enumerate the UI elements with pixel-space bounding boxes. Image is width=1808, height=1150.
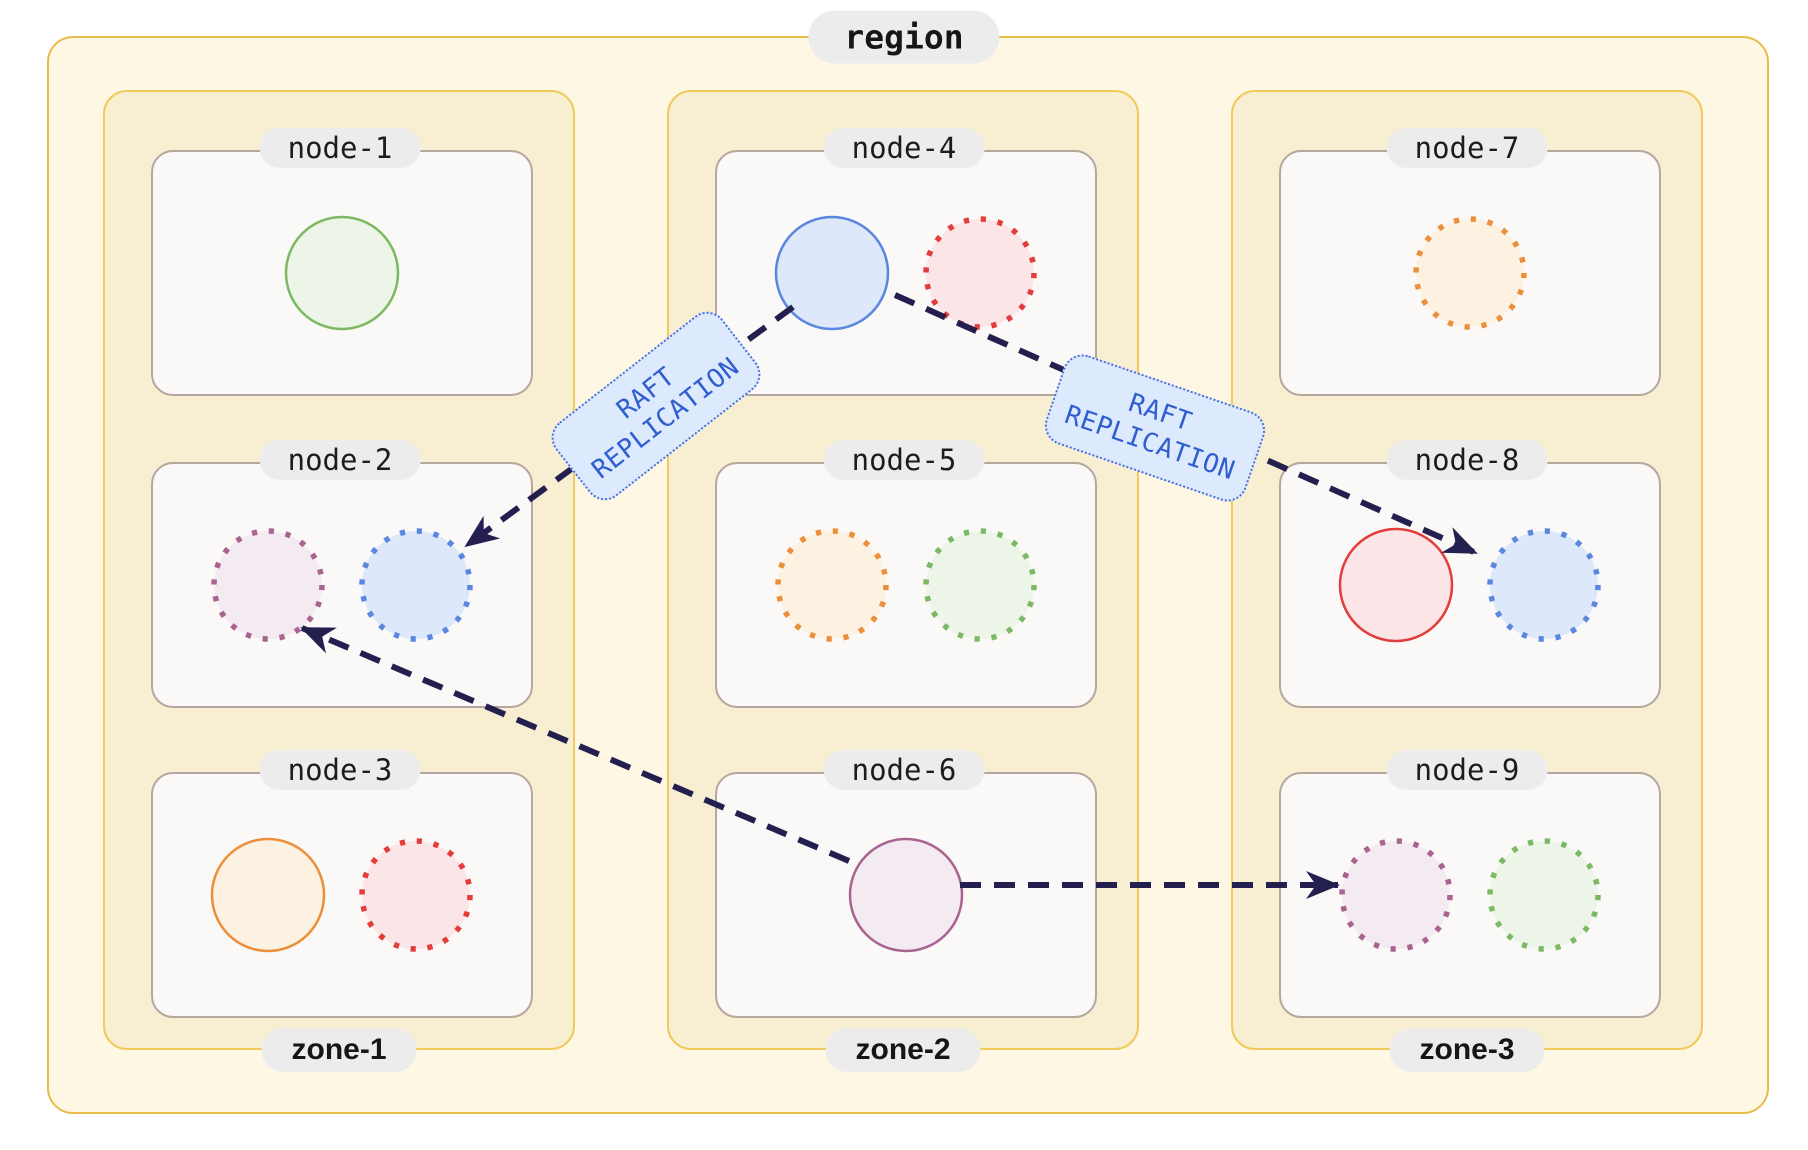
replica-circle xyxy=(923,216,1037,330)
zone-1-label: zone-1 xyxy=(261,1028,417,1072)
replica-circle xyxy=(211,528,325,642)
replica-circle xyxy=(1487,528,1601,642)
node-8-box xyxy=(1279,462,1661,708)
replica-circle xyxy=(1413,216,1527,330)
replica-circle xyxy=(284,215,400,331)
node-3-label: node-3 xyxy=(259,750,421,790)
zone-2-label: zone-2 xyxy=(825,1028,981,1072)
node-6-box xyxy=(715,772,1097,1018)
replica-circle xyxy=(1338,527,1454,643)
node-9-box xyxy=(1279,772,1661,1018)
replica-circle xyxy=(923,528,1037,642)
region-label: region xyxy=(808,10,1000,64)
zone-3-label: zone-3 xyxy=(1389,1028,1545,1072)
node-2-box xyxy=(151,462,533,708)
replica-circle xyxy=(210,837,326,953)
node-8-label: node-8 xyxy=(1386,440,1548,480)
node-4-label: node-4 xyxy=(823,128,985,168)
zone-3-container xyxy=(1231,90,1703,1050)
replica-circle xyxy=(359,528,473,642)
node-1-label: node-1 xyxy=(259,128,421,168)
zone-1-container xyxy=(103,90,575,1050)
node-6-label: node-6 xyxy=(823,750,985,790)
node-4-box xyxy=(715,150,1097,396)
node-7-label: node-7 xyxy=(1386,128,1548,168)
node-5-box xyxy=(715,462,1097,708)
replica-circle xyxy=(775,528,889,642)
replica-circle xyxy=(774,215,890,331)
node-3-box xyxy=(151,772,533,1018)
replica-circle xyxy=(1487,838,1601,952)
replica-circle xyxy=(848,837,964,953)
zone-2-container xyxy=(667,90,1139,1050)
node-2-label: node-2 xyxy=(259,440,421,480)
node-7-box xyxy=(1279,150,1661,396)
replica-circle xyxy=(1339,838,1453,952)
replica-circle xyxy=(359,838,473,952)
node-9-label: node-9 xyxy=(1386,750,1548,790)
node-1-box xyxy=(151,150,533,396)
node-5-label: node-5 xyxy=(823,440,985,480)
